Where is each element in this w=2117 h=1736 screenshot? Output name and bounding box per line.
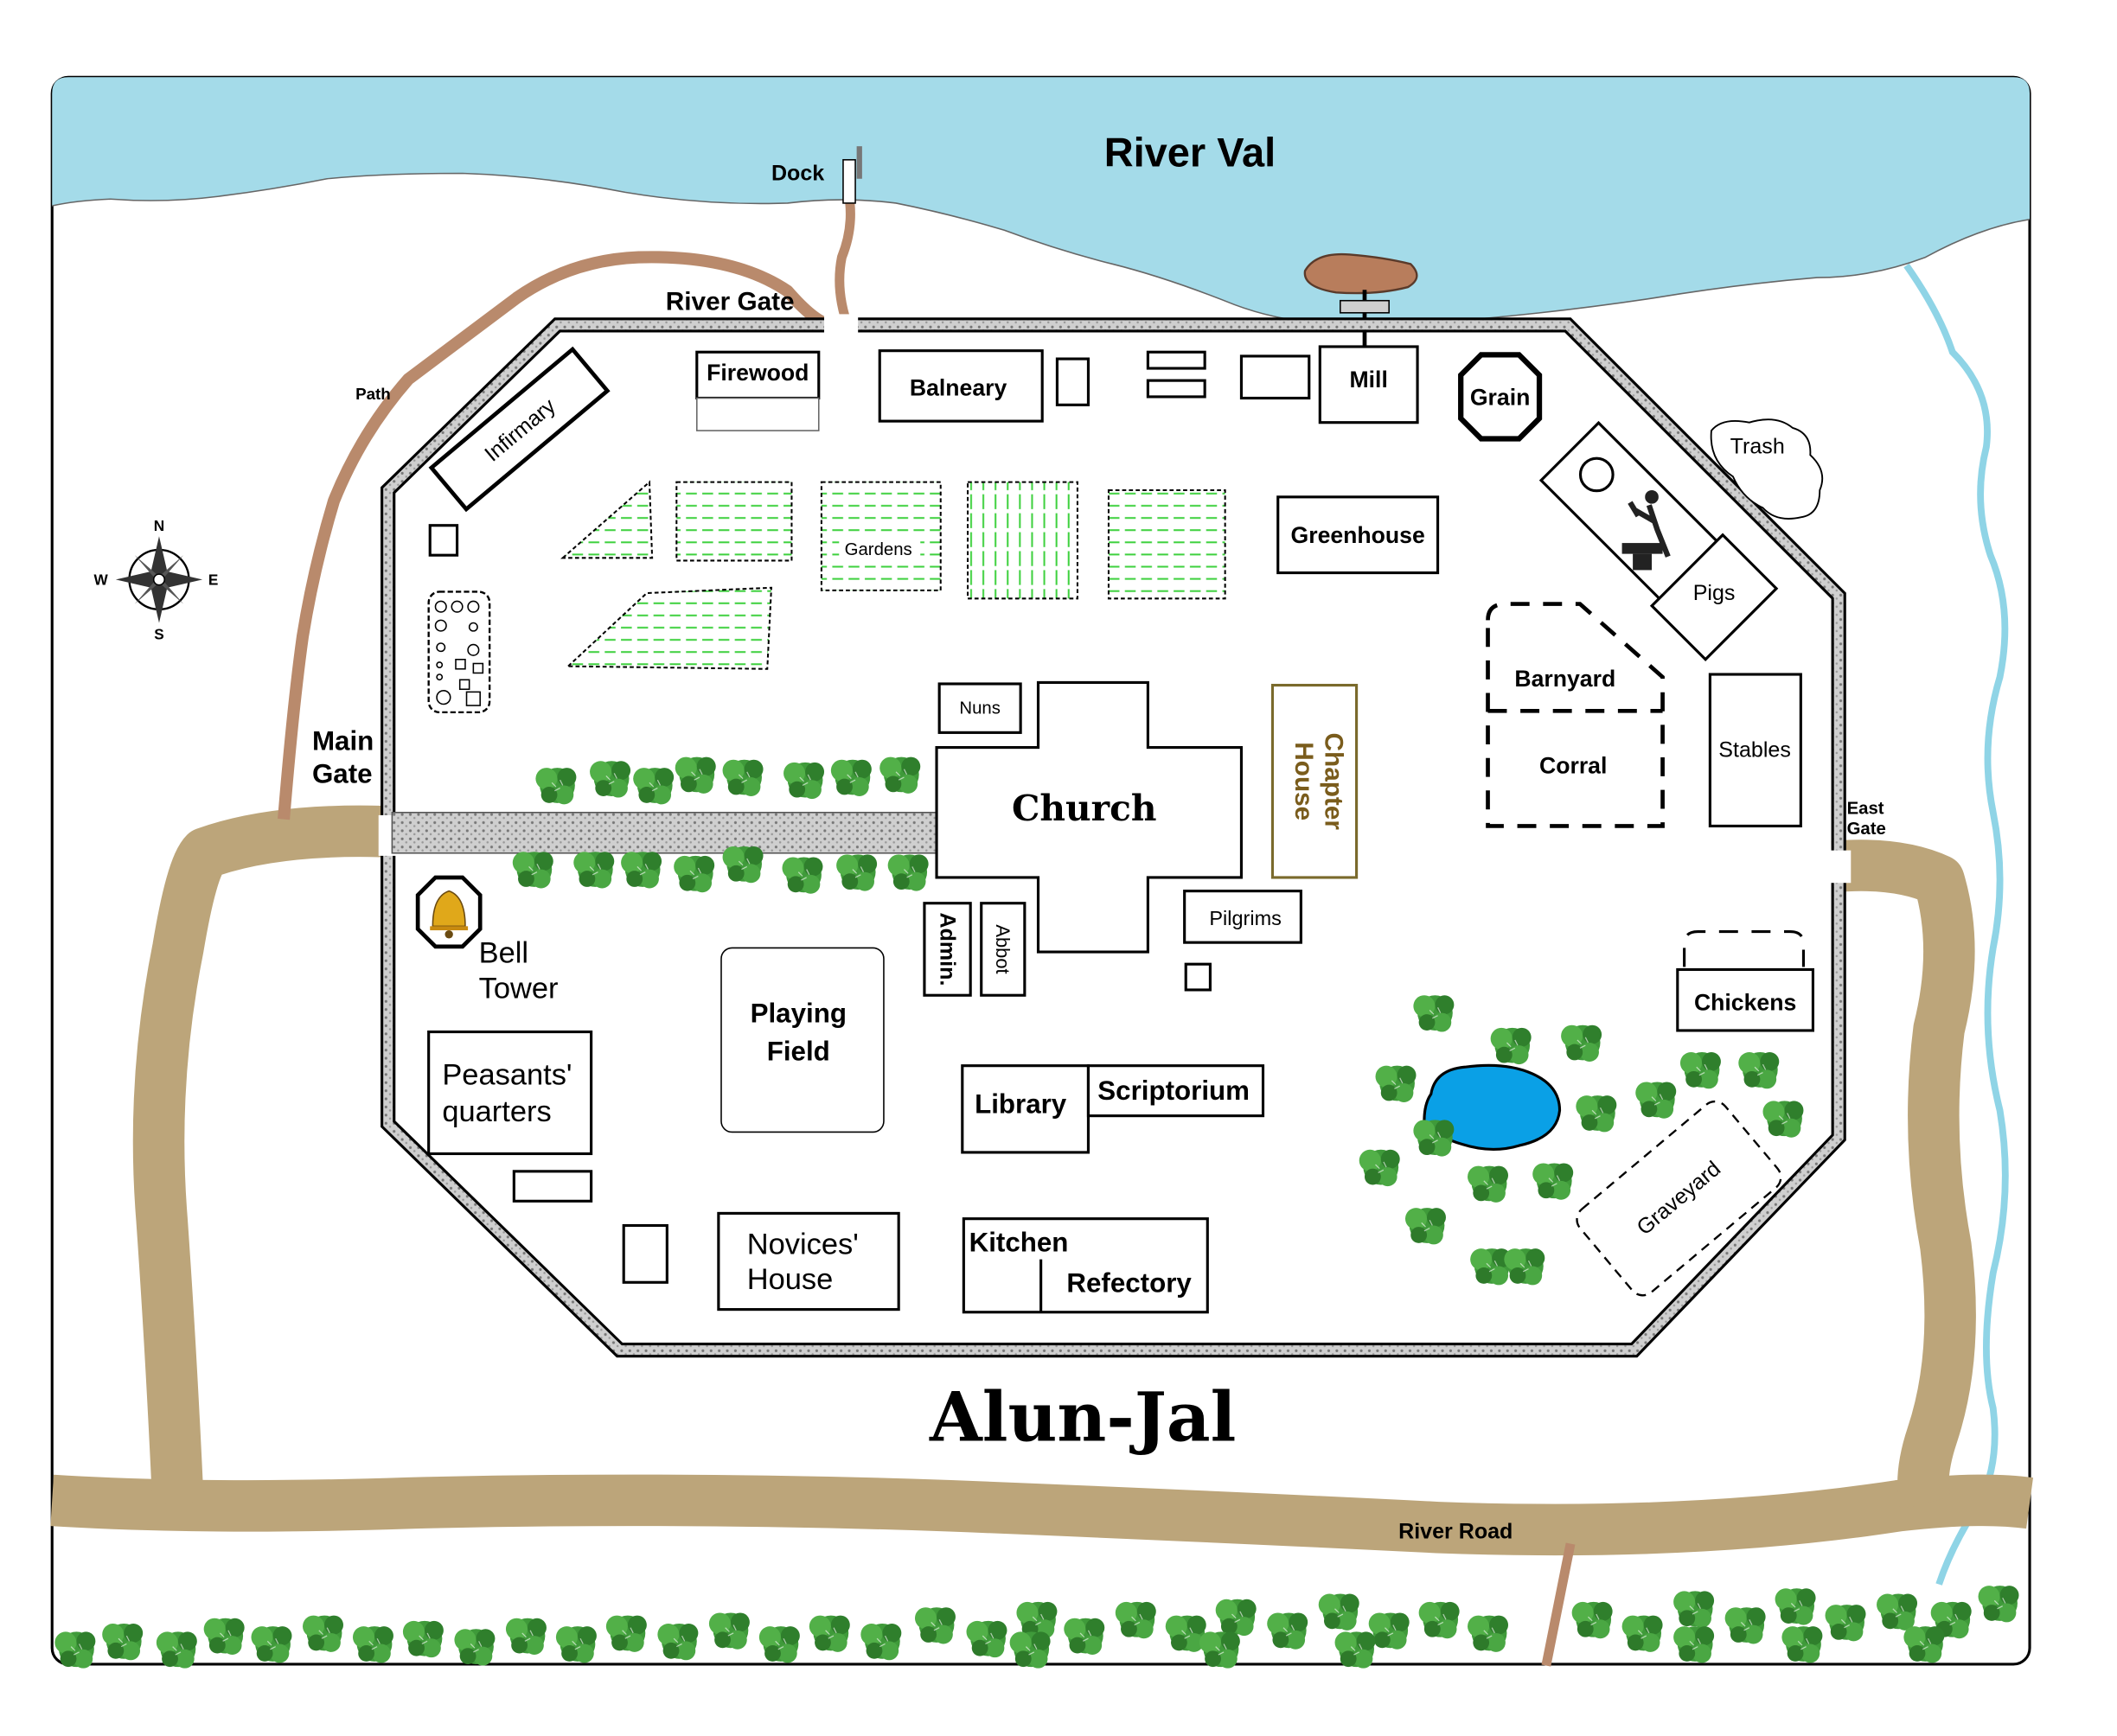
bell-tower: Bell Tower <box>415 875 559 1005</box>
kitchen-label: Kitchen <box>969 1227 1069 1257</box>
mill-label: Mill <box>1350 367 1388 393</box>
barnyard-corral: Barnyard Corral <box>1486 602 1665 828</box>
outbuilding-1 <box>1055 357 1090 406</box>
river-gate-gap <box>824 314 859 339</box>
pilgrims: Pilgrims <box>1183 890 1302 944</box>
path-label: Path <box>355 385 391 403</box>
novices-label-1: Novices' <box>747 1228 859 1261</box>
grain-label: Grain <box>1470 384 1531 410</box>
kitchen-refectory: Kitchen Refectory <box>962 1217 1209 1314</box>
scriptorium: Scriptorium <box>1086 1064 1265 1118</box>
library-label: Library <box>975 1089 1067 1120</box>
compass-rose-icon: N S E W <box>93 517 218 642</box>
gardens: Gardens <box>560 480 1226 670</box>
admin-label: Admin. <box>936 913 960 986</box>
blacksmith-anvil-icon <box>1621 490 1671 571</box>
bell-icon <box>430 890 469 939</box>
barnyard-label: Barnyard <box>1514 666 1615 692</box>
playing-field-label-2: Field <box>767 1036 830 1066</box>
main-gate-label-1: Main <box>312 726 374 756</box>
river-val <box>52 77 2031 325</box>
east-loop-road <box>1831 839 1976 1509</box>
bell-tower-label-1: Bell <box>479 937 528 970</box>
chickens-label: Chickens <box>1694 989 1796 1015</box>
balneary: Balneary <box>878 349 1044 423</box>
grain: Grain <box>1458 352 1543 442</box>
river-val-label: River Val <box>1104 130 1276 176</box>
river-road-label: River Road <box>1398 1519 1513 1543</box>
map-title: Alun-Jal <box>929 1378 1236 1458</box>
mill: Mill <box>1318 345 1419 424</box>
herb-plot <box>427 590 491 714</box>
path-trail <box>278 251 833 820</box>
abbot: Abbot <box>980 902 1027 997</box>
peasants-quarters: Peasants' quarters <box>427 1030 593 1156</box>
bell-tower-label-2: Tower <box>479 972 559 1005</box>
pigs <box>1649 533 1779 661</box>
chapter-label-2: House <box>1289 742 1318 820</box>
chapter-label-1: Chapter <box>1320 733 1348 831</box>
playing-field: Playing Field <box>720 947 885 1133</box>
chickens: Chickens <box>1676 930 1814 1032</box>
nuns-label: Nuns <box>959 699 1001 718</box>
east-gate-label-2: Gate <box>1847 820 1886 839</box>
compass-s: S <box>154 625 164 642</box>
compass-e: E <box>208 571 219 589</box>
main-gate-label-2: Gate <box>312 758 373 788</box>
stables-label: Stables <box>1718 738 1791 763</box>
chapter-house: Chapter House <box>1270 683 1359 879</box>
abbot-label: Abbot <box>992 924 1014 973</box>
balneary-label: Balneary <box>910 374 1007 400</box>
shed <box>428 524 459 557</box>
greenhouse-label: Greenhouse <box>1291 522 1425 548</box>
dock-pier-icon <box>842 146 862 204</box>
trash-label: Trash <box>1730 435 1785 459</box>
scriptorium-label: Scriptorium <box>1097 1075 1250 1106</box>
dock-path <box>835 202 855 329</box>
storage-shed <box>512 1170 593 1203</box>
outbuilding-2 <box>1146 350 1206 370</box>
firewood: Firewood <box>695 350 821 431</box>
firewood-label: Firewood <box>707 360 809 386</box>
stables: Stables <box>1708 673 1802 828</box>
church-label: Church <box>1012 788 1156 829</box>
pilgrims-label: Pilgrims <box>1209 907 1282 929</box>
privy <box>622 1223 668 1284</box>
church: Church <box>935 680 1244 954</box>
greenhouse: Greenhouse <box>1276 495 1440 575</box>
refectory-label: Refectory <box>1066 1267 1192 1298</box>
outbuilding-4 <box>1239 354 1311 400</box>
novices-house: Novices' House <box>717 1211 900 1312</box>
playing-field-label-1: Playing <box>751 999 847 1029</box>
small-hut <box>1184 962 1212 992</box>
west-loop-road <box>132 805 382 1504</box>
novices-label-2: House <box>747 1263 834 1296</box>
admin: Admin. <box>923 902 972 997</box>
library: Library <box>961 1064 1090 1154</box>
east-gate-gap <box>1826 850 1852 884</box>
east-gate-label-1: East <box>1847 799 1884 818</box>
peasants-label-2: quarters <box>442 1095 551 1128</box>
river-gate-label: River Gate <box>666 288 795 316</box>
dock-label: Dock <box>771 161 824 185</box>
corral-label: Corral <box>1539 752 1607 778</box>
river-road <box>50 1474 2034 1556</box>
outbuilding-3 <box>1146 379 1206 399</box>
mill-island <box>1303 252 1418 350</box>
compass-n: N <box>154 517 164 534</box>
main-avenue <box>391 811 937 854</box>
pigs-label: Pigs <box>1693 581 1736 605</box>
gardens-label: Gardens <box>845 540 912 559</box>
trash: Trash <box>1710 418 1824 520</box>
stream <box>1903 263 2009 1586</box>
nuns: Nuns <box>937 682 1022 734</box>
forest-path <box>1541 1542 1576 1667</box>
peasants-label-1: Peasants' <box>442 1059 572 1092</box>
compass-w: W <box>93 571 108 589</box>
